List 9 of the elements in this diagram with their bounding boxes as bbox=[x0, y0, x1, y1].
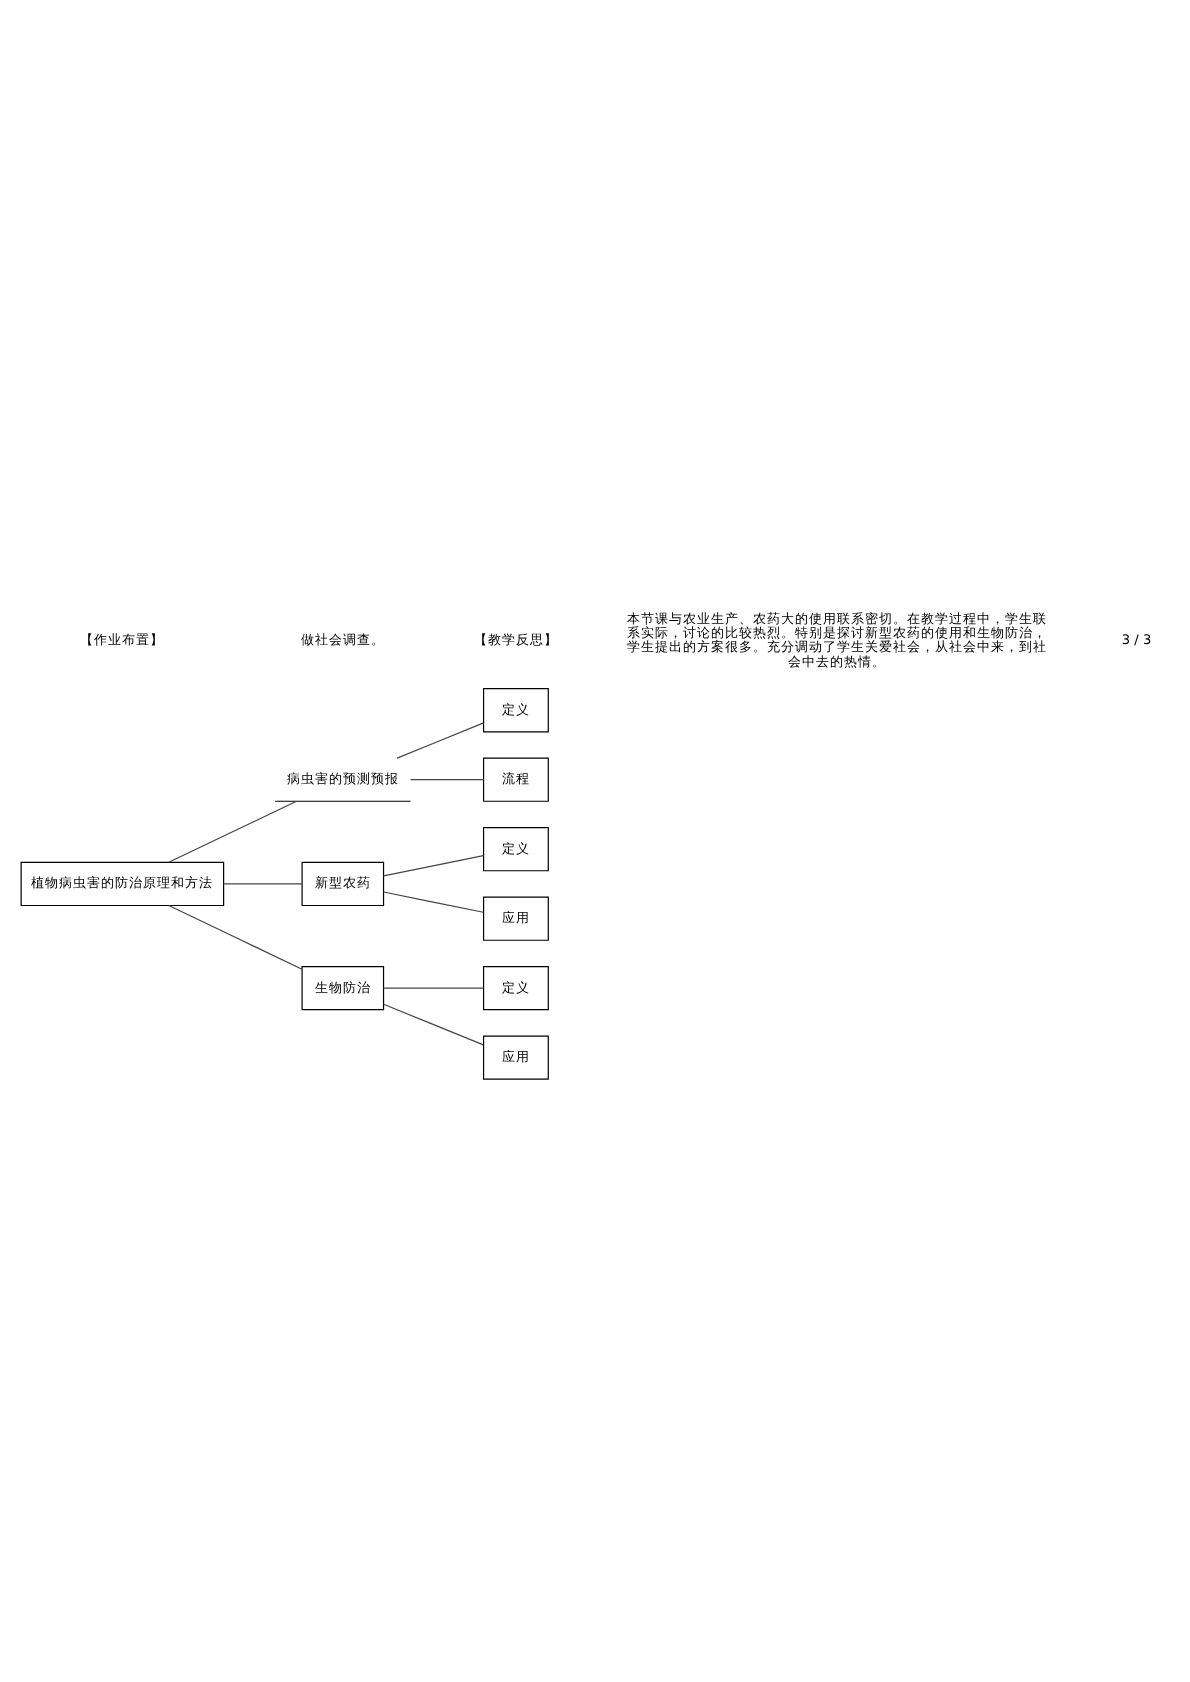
connector bbox=[383, 986, 484, 988]
connector bbox=[168, 903, 303, 969]
connector bbox=[168, 799, 298, 862]
connector bbox=[223, 882, 303, 884]
connector bbox=[383, 854, 484, 876]
connector bbox=[383, 890, 484, 912]
connector bbox=[396, 721, 485, 758]
connector bbox=[409, 778, 484, 780]
connector bbox=[383, 1002, 484, 1045]
